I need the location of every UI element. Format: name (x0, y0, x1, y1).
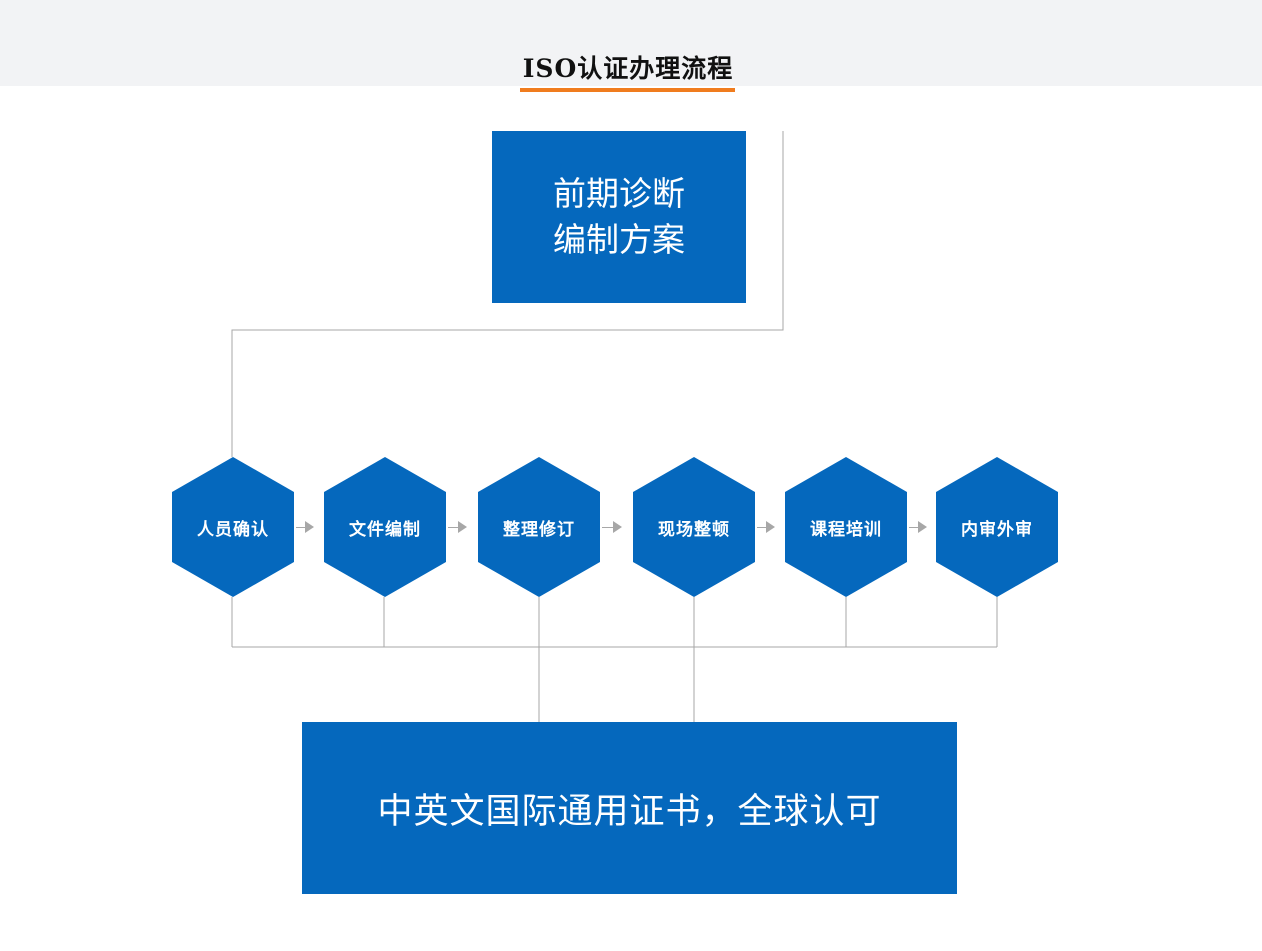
arrow-stem-2 (448, 527, 459, 528)
arrow-right-icon (458, 521, 467, 533)
arrow-right-icon (766, 521, 775, 533)
diagnosis-box: 前期诊断 编制方案 (492, 131, 746, 303)
title-underline (520, 88, 735, 92)
step-label-3: 整理修订 (503, 519, 575, 540)
arrow-stem-3 (602, 527, 614, 528)
top-connector (231, 131, 784, 457)
header-band (0, 0, 1262, 86)
diagnosis-line-1: 前期诊断 (553, 174, 685, 213)
arrow-right-icon (918, 521, 927, 533)
step-hexagon-1: 人员确认 (172, 457, 294, 597)
arrow-stem-4 (757, 527, 767, 528)
page-title: ISO认证办理流程 (522, 54, 734, 83)
diagnosis-line-2: 编制方案 (553, 220, 685, 259)
step-label-4: 现场整顿 (658, 519, 730, 540)
arrow-stem-1 (296, 527, 306, 528)
arrow-right-icon (613, 521, 622, 533)
certificate-label: 中英文国际通用证书，全球认可 (377, 791, 882, 832)
step-label-1: 人员确认 (197, 519, 269, 540)
arrow-right-icon (305, 521, 314, 533)
certificate-box: 中英文国际通用证书，全球认可 (302, 722, 957, 894)
arrow-stem-5 (909, 527, 919, 528)
step-label-6: 内审外审 (961, 519, 1033, 540)
step-label-2: 文件编制 (349, 519, 421, 540)
step-label-5: 课程培训 (810, 519, 882, 540)
